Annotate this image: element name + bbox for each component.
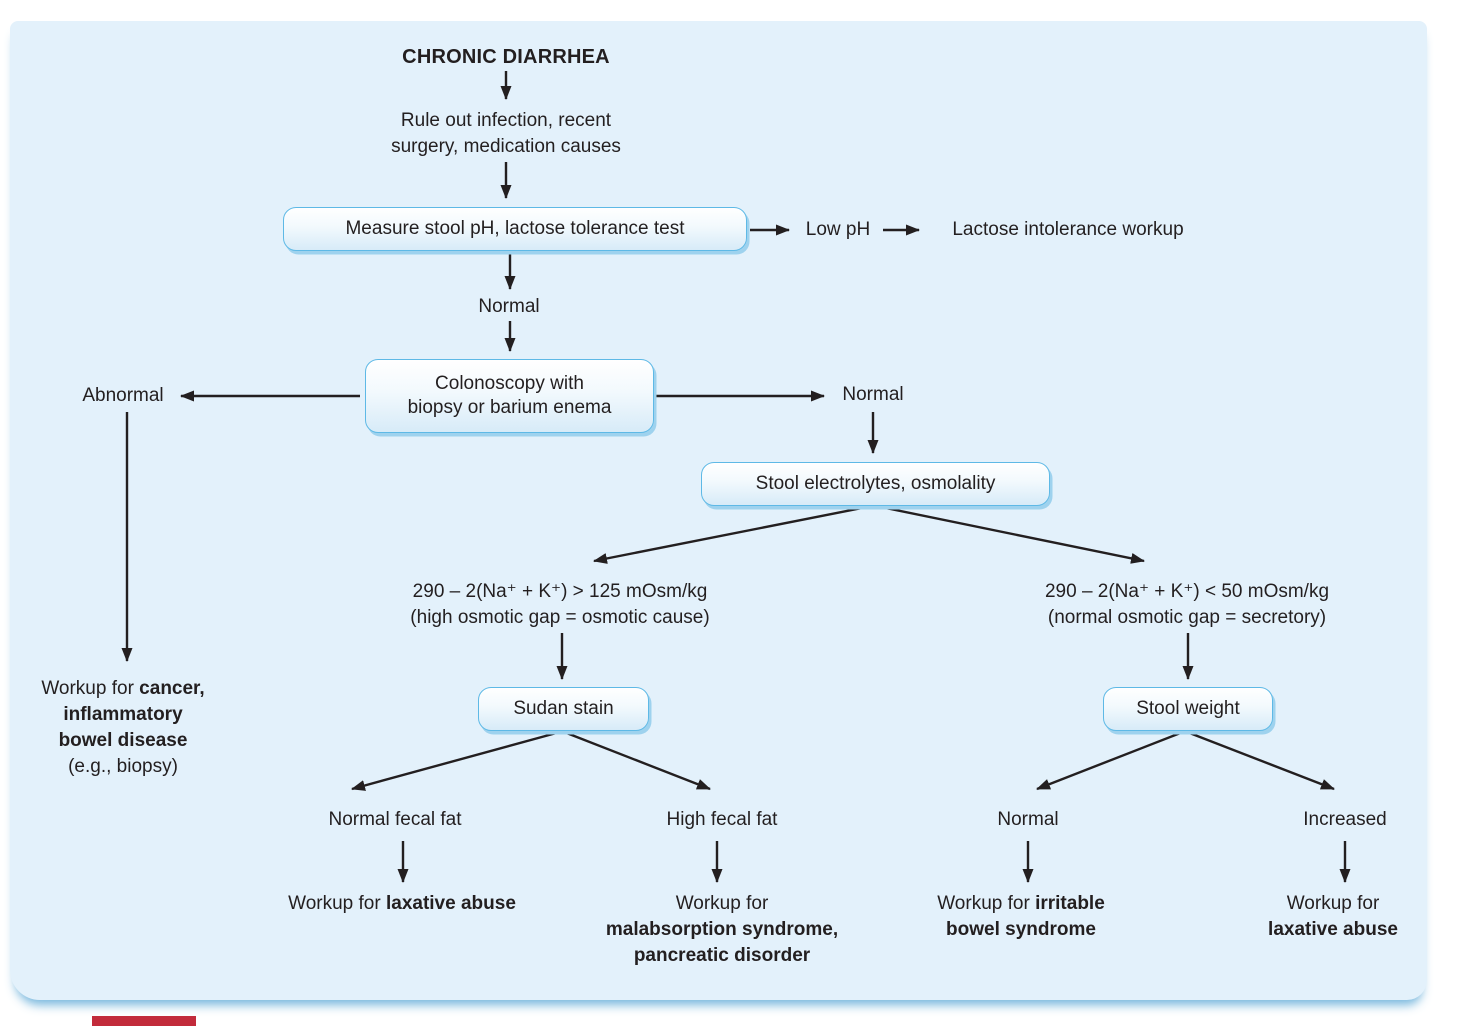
sudan-stain-box: Sudan stain [478,687,649,731]
normal-after-measure-label: Normal [478,296,540,317]
high-fecal-fat-label: High fecal fat [666,809,778,830]
normal-fecal-fat-label: Normal fecal fat [328,809,462,830]
workup-laxative-abuse-outcome-left: Workup for laxative abuse [288,893,516,914]
measure-stool-ph-box: Measure stool pH, lactose tolerance test [283,207,747,251]
lactose-workup-outcome: Lactose intolerance workup [952,219,1184,240]
red-figure-tab [92,1016,196,1026]
osmotic-gap-high-label: 290 – 2(Na⁺ + K⁺) > 125 mOsm/kg(high osm… [410,581,710,628]
low-ph-label: Low pH [805,219,871,240]
flowchart-title: CHRONIC DIARRHEA [402,46,610,68]
stool-electrolytes-box: Stool electrolytes, osmolality [701,462,1050,506]
stool-normal-label: Normal [997,809,1059,830]
stool-increased-label: Increased [1303,809,1387,830]
osmotic-gap-normal-label: 290 – 2(Na⁺ + K⁺) < 50 mOsm/kg(normal os… [1044,581,1330,628]
normal-after-colonoscopy-label: Normal [842,384,904,405]
flowchart-panel [10,21,1427,1000]
abnormal-label: Abnormal [82,385,164,406]
stool-weight-box: Stool weight [1103,687,1273,731]
